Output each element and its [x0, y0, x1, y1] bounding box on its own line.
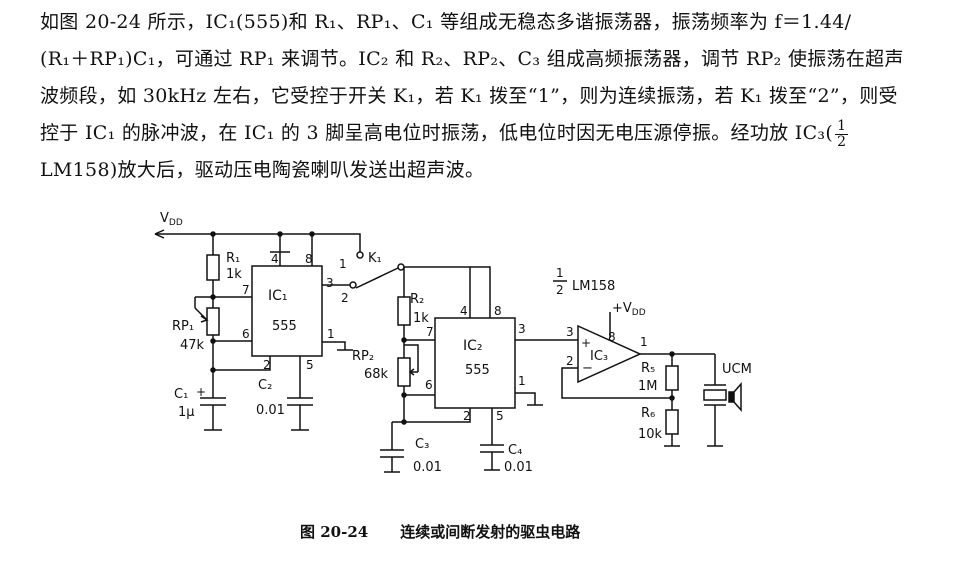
svg-text:+: + [196, 385, 206, 399]
figure-number: 图 20-24 [300, 523, 369, 541]
r5-value: 1M [638, 379, 658, 394]
opamp-vdd: +VDD [612, 301, 646, 318]
ic3-opamp [577, 324, 642, 384]
description-line-1: 如图 20-24 所示，IC₁(555)和 R₁、RP₁、C₁ 等组成无稳态多谐… [40, 11, 852, 33]
resistor-r6 [665, 409, 679, 435]
fraction-numerator: 1 [835, 117, 849, 135]
c3-label: C₃ [415, 437, 429, 452]
opamp-pin-8: 8 [608, 330, 616, 344]
potentiometer-rp1 [206, 307, 220, 336]
r1-label: R₁ [226, 251, 240, 266]
ic2-part: 555 [465, 363, 490, 378]
ic2-555-chip [434, 317, 516, 409]
c4-value: 0.01 [504, 460, 533, 475]
vdd-rail [154, 229, 361, 255]
r6-value: 10k [638, 427, 663, 442]
c2-value: 0.01 [256, 403, 285, 418]
figure-title: 连续或间断发射的驱虫电路 [400, 523, 581, 541]
rp2-value: 68k [364, 367, 389, 382]
description-line-3: 波频段，如 30kHz 左右，它受控于开关 K₁，若 K₁ 拨至“1”，则为连续… [40, 85, 898, 107]
ic1-pin-3: 3 [326, 276, 334, 290]
c4-label: C₄ [508, 443, 522, 458]
resistor-r1 [206, 254, 220, 281]
rp1-value: 47k [180, 338, 205, 353]
k1-pos-1: 1 [339, 257, 347, 271]
ic1-pin-5: 5 [306, 358, 314, 372]
ic2-pin-6: 6 [425, 378, 433, 392]
description-text: 如图 20-24 所示，IC₁(555)和 R₁、RP₁、C₁ 等组成无稳态多谐… [40, 4, 920, 189]
description-line-5: LM158)放大后，驱动压电陶瓷喇叭发送出超声波。 [40, 159, 485, 181]
opamp-pin-3: 3 [566, 325, 574, 339]
ic2-label: IC₂ [463, 338, 483, 354]
ic1-pin-4: 4 [271, 252, 279, 266]
ic3-label: IC₃ [590, 349, 608, 364]
fraction-denominator: 2 [837, 133, 847, 150]
svg-text:+: + [581, 336, 591, 350]
ic2-pin-8: 8 [494, 304, 502, 318]
resistor-r2 [397, 296, 411, 326]
description-line-4-text: 控于 IC₁ 的脉冲波，在 IC₁ 的 3 脚呈高电位时振荡，低电位时因无电压源… [40, 122, 834, 144]
rp1-label: RP₁ [172, 319, 194, 334]
ic1-label: IC₁ [268, 288, 288, 304]
k1-pos-2: 2 [341, 291, 349, 305]
r5-label: R₅ [641, 361, 655, 376]
ic2-pin-5: 5 [496, 409, 504, 423]
opamp-frac-den: 2 [556, 283, 564, 297]
svg-text:−: − [582, 361, 593, 376]
c3-value: 0.01 [413, 460, 442, 475]
c2-label: C₂ [258, 378, 272, 393]
rp2-label: RP₂ [352, 349, 374, 364]
opamp-frac-num: 1 [556, 266, 564, 280]
r2-label: R₂ [410, 292, 424, 307]
c1-label: C₁ [174, 387, 188, 402]
ic2-pin-3: 3 [518, 322, 526, 336]
ic2-pin-7: 7 [426, 325, 434, 339]
description-line-4: 控于 IC₁ 的脉冲波，在 IC₁ 的 3 脚呈高电位时振荡，低电位时因无电压源… [40, 115, 920, 152]
k1-label: K₁ [368, 251, 382, 266]
ic1-pin-7: 7 [242, 283, 250, 297]
ucm-label: UCM [722, 362, 752, 377]
figure-caption: 图 20-24 连续或间断发射的驱虫电路 [300, 521, 612, 542]
resistor-r5 [665, 365, 679, 391]
opamp-pin-1: 1 [640, 335, 648, 349]
ic2-pin-2: 2 [463, 409, 471, 423]
ic1-part: 555 [272, 319, 297, 334]
ic1-pin-2: 2 [263, 358, 271, 372]
ic1-pin-6: 6 [242, 327, 250, 341]
ic1-pin-1: 1 [327, 327, 335, 341]
ic2-pin-1: 1 [518, 374, 526, 388]
r6-label: R₆ [641, 406, 655, 421]
vdd-label: VDD [160, 211, 183, 228]
c1-value: 1μ [178, 405, 195, 420]
ucm-speaker-icon [703, 382, 742, 447]
ic1-555-chip [251, 265, 323, 357]
ic1-pin-8: 8 [305, 252, 313, 266]
potentiometer-rp2 [397, 357, 411, 387]
opamp-pin-2: 2 [566, 354, 574, 368]
description-line-2: (R₁＋RP₁)C₁，可通过 RP₁ 来调节。IC₂ 和 R₂、RP₂、C₃ 组… [40, 48, 904, 70]
r1-value: 1k [226, 267, 242, 282]
opamp-part: LM158 [572, 279, 615, 294]
ic2-pin-4: 4 [460, 304, 468, 318]
r2-value: 1k [413, 311, 429, 326]
